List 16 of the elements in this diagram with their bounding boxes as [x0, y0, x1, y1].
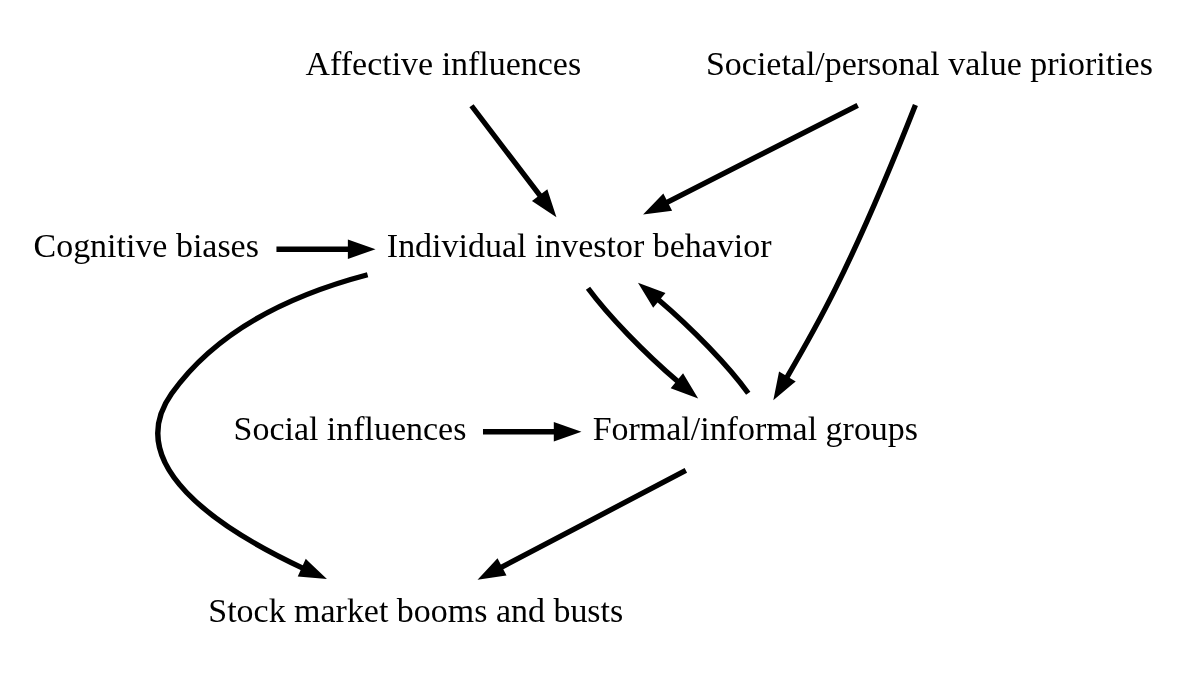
arrow [585, 286, 699, 399]
node-text: Societal/personal value priorities [705, 44, 1153, 82]
arrow [483, 422, 582, 442]
arrow [773, 104, 918, 401]
node-text: Social influences [233, 409, 467, 447]
node-text: Individual investor behavior [386, 227, 772, 265]
arrow [643, 102, 859, 215]
arrow [276, 239, 376, 259]
node-text: Affective influences [305, 44, 582, 82]
arrow [469, 104, 557, 218]
node-text: Formal/informal groups [592, 409, 919, 447]
arrow [637, 282, 751, 395]
node-text: Stock market booms and busts [208, 592, 624, 630]
arrow [477, 468, 688, 580]
node-text: Cognitive biases [33, 227, 259, 265]
arrow [155, 272, 369, 580]
